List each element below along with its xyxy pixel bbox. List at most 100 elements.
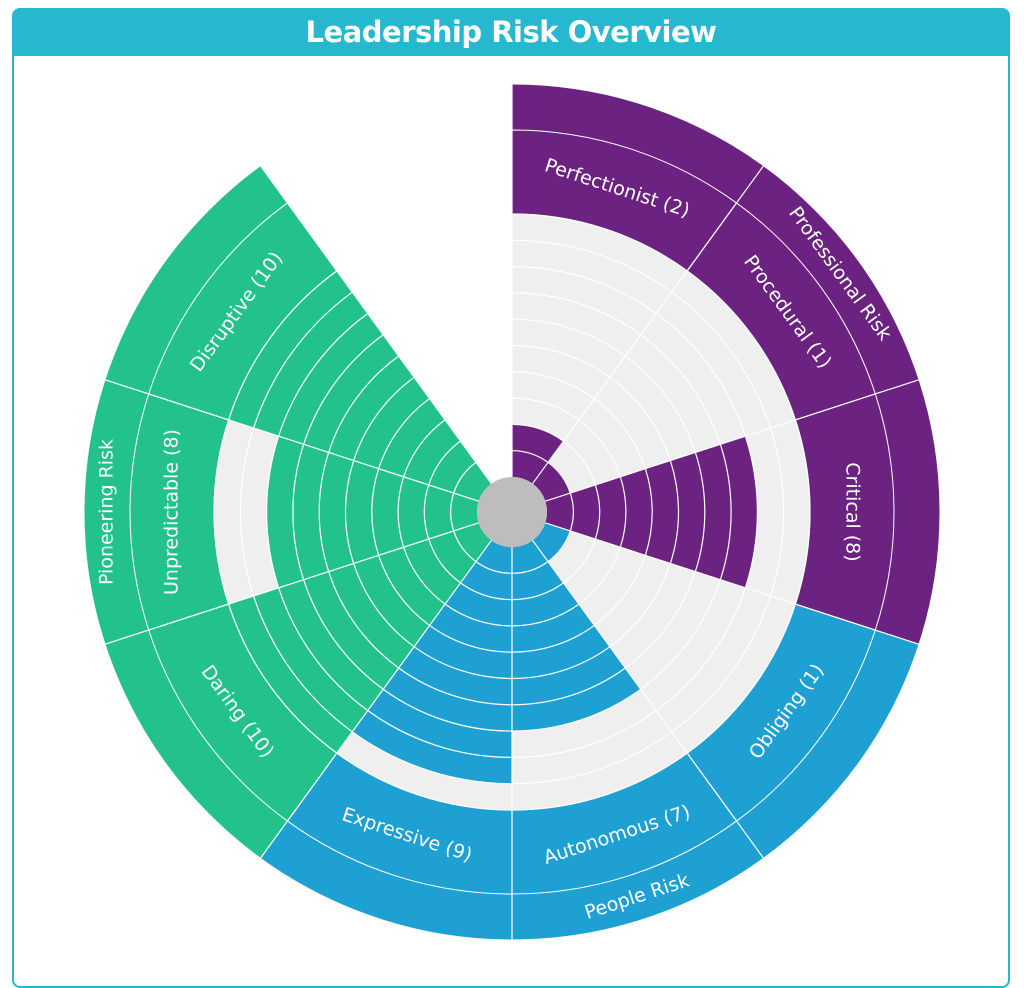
ring-line [253, 595, 353, 733]
group-band-professional-risk [512, 84, 940, 645]
ring-line [594, 484, 601, 540]
ring-line [511, 667, 626, 706]
ring-line [429, 624, 513, 653]
track-obliging [532, 522, 796, 754]
ring-line [344, 460, 355, 564]
group-band-people-risk [260, 630, 920, 940]
ring-line [318, 452, 330, 572]
ring-line [292, 444, 305, 580]
ring-line [671, 595, 771, 733]
ring-line [671, 291, 771, 429]
ring-line [367, 710, 513, 758]
bar-daring [228, 522, 492, 754]
divider-line [545, 379, 920, 502]
ring-line [382, 688, 513, 732]
ring-line [694, 452, 706, 572]
bar-disruptive [228, 270, 492, 502]
ring-line [547, 530, 571, 563]
ring-line [511, 423, 564, 442]
ring-line [351, 731, 513, 785]
ring-line [769, 427, 785, 597]
ring-line [278, 587, 369, 712]
ring-line [563, 538, 596, 584]
ring-line [239, 427, 255, 597]
ring-line [578, 547, 621, 605]
ring-line [511, 624, 595, 653]
ring-line [569, 492, 574, 532]
ring-line [686, 603, 796, 754]
ring-line [397, 476, 405, 548]
ring-line [450, 492, 455, 532]
ring-line [619, 476, 627, 548]
group-band-pioneering-risk [83, 165, 288, 859]
ring-line [213, 419, 230, 605]
item-label-critical: Critical (8) [842, 462, 864, 561]
ring-line [511, 731, 673, 785]
ring-line [336, 752, 513, 811]
ring-line [428, 538, 461, 584]
ring-line [460, 582, 513, 601]
ring-line [253, 291, 353, 429]
ring-line [594, 555, 646, 626]
ring-line [453, 461, 477, 494]
divider-line [532, 539, 765, 859]
ring-line [303, 579, 384, 690]
ring-line [609, 376, 671, 461]
ring-line [511, 239, 673, 293]
outer-edge [83, 83, 941, 941]
item-label-unpredictable: Unpredictable (8) [161, 429, 183, 595]
bar-critical [545, 436, 758, 588]
ring-line [428, 440, 461, 486]
track-procedural [532, 270, 796, 502]
ring-line [511, 292, 642, 336]
ring-line [655, 587, 746, 712]
ring-line [669, 460, 680, 564]
bar-autonomous [512, 540, 641, 732]
ring-line [511, 266, 657, 314]
track-perfectionist [512, 214, 688, 484]
ring-line [278, 312, 369, 437]
divider-line [259, 165, 492, 485]
ring-line [353, 376, 415, 461]
ring-line [475, 561, 513, 574]
divider-line [545, 522, 920, 645]
ring-line [398, 667, 513, 706]
center-hub [477, 477, 547, 547]
bar-procedural [532, 462, 571, 502]
ring-line [511, 450, 549, 463]
ring-line [624, 571, 696, 669]
ring-line [640, 579, 721, 690]
divider-line [259, 539, 492, 859]
ring-line [563, 440, 596, 486]
ring-line [511, 344, 611, 378]
divider-line [104, 522, 479, 645]
ring-line [794, 419, 811, 605]
chart-title: Leadership Risk Overview [305, 15, 717, 49]
ring-line [719, 444, 732, 580]
ring-line [609, 563, 671, 648]
ring-line [640, 334, 721, 445]
ring-line [624, 355, 696, 453]
ring-line [511, 752, 688, 811]
ring-line [511, 688, 642, 732]
ring-line [511, 646, 611, 680]
ring-line [511, 213, 688, 272]
ring-line [328, 355, 400, 453]
ring-line [578, 419, 621, 477]
ring-line [511, 710, 657, 758]
ring-line [413, 646, 513, 680]
group-label-pioneering-risk: Pioneering Risk [96, 439, 118, 585]
bar-obliging [532, 522, 571, 562]
ring-line [228, 603, 338, 754]
ring-line [655, 312, 746, 437]
ring-line [444, 603, 513, 627]
ring-line [511, 371, 595, 400]
divider-line [532, 165, 765, 485]
ring-line [266, 435, 280, 589]
ring-line [744, 435, 758, 589]
ring-line [686, 270, 796, 421]
ring-line [328, 571, 400, 669]
ring-line [511, 561, 549, 574]
ring-line [511, 582, 564, 601]
